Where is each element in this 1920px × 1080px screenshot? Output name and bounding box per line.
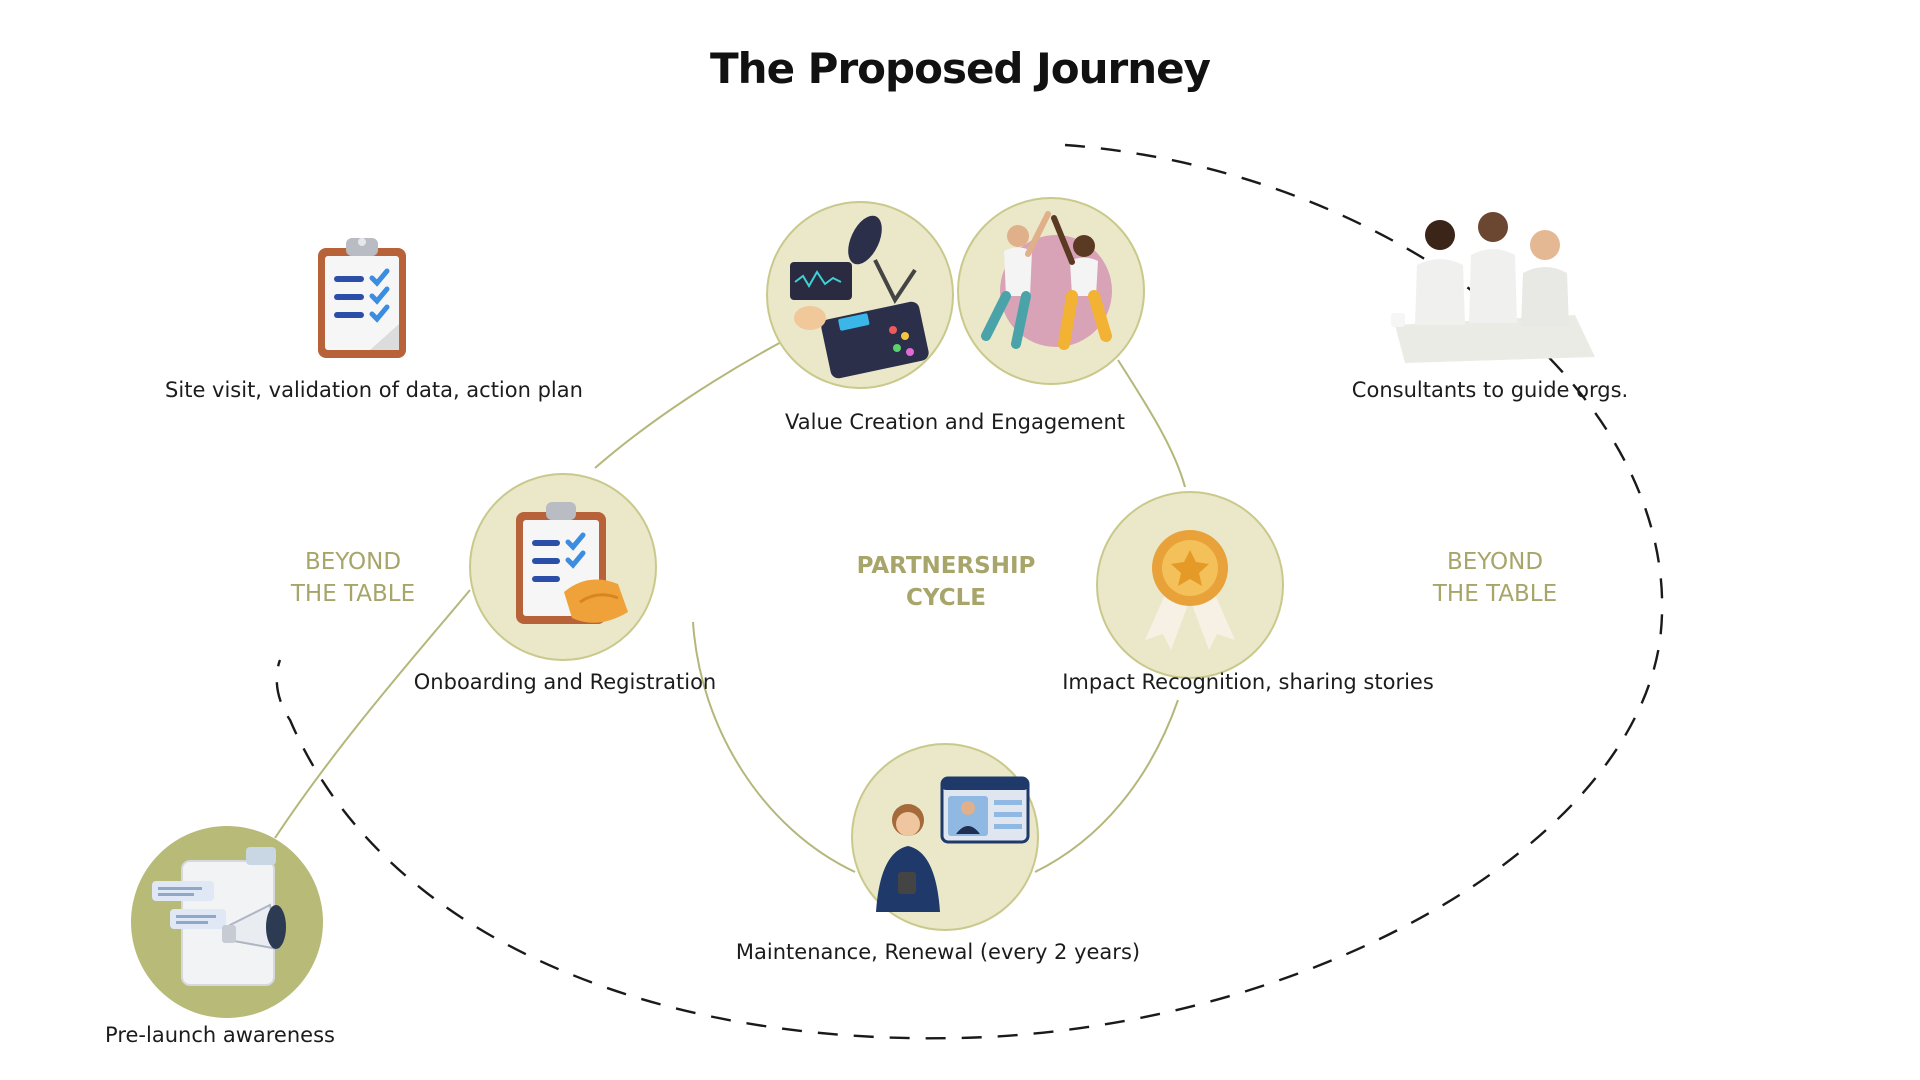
high-five-people-icon — [957, 197, 1145, 385]
team-planning-people-icon — [1391, 212, 1595, 363]
step-label-impact: Impact Recognition, sharing stories — [1062, 670, 1434, 694]
cycle-label-line1: PARTNERSHIP — [856, 553, 1036, 579]
beyond-the-table-left: BEYOND THE TABLE — [291, 546, 415, 610]
clipboard-handshake-icon — [469, 473, 657, 661]
podcast-studio-icon — [766, 201, 954, 389]
video-call-person-icon — [851, 743, 1039, 931]
cycle-arc-maintenance-to-onboarding — [692, 621, 856, 873]
step-label-maintenance: Maintenance, Renewal (every 2 years) — [735, 940, 1141, 964]
step-label-site-visit: Site visit, validation of data, action p… — [165, 378, 583, 402]
beyond-right-line2: THE TABLE — [1432, 581, 1558, 607]
step-label-consultants: Consultants to guide orgs. — [1351, 378, 1629, 402]
beyond-left-line2: THE TABLE — [290, 581, 416, 607]
cycle-arc-value-to-impact — [1117, 359, 1186, 488]
connector-prelaunch-to-onboarding — [274, 589, 471, 839]
beyond-left-line1: BEYOND — [304, 549, 402, 575]
step-label-value-creation: Value Creation and Engagement — [785, 410, 1125, 434]
step-label-onboarding: Onboarding and Registration — [413, 670, 717, 694]
megaphone-social-icon — [131, 826, 323, 1018]
page-title: The Proposed Journey — [710, 44, 1211, 93]
clipboard-checklist-icon — [318, 238, 406, 358]
cycle-arc-impact-to-maintenance — [1034, 699, 1179, 873]
beyond-right-line1: BEYOND — [1446, 549, 1544, 575]
cycle-arc-onboarding-to-value — [594, 339, 786, 469]
step-label-prelaunch: Pre-launch awareness — [105, 1023, 335, 1047]
partnership-cycle-label: PARTNERSHIP CYCLE — [857, 550, 1036, 614]
cycle-label-line2: CYCLE — [906, 585, 986, 611]
award-ribbon-icon — [1096, 491, 1284, 679]
beyond-the-table-right: BEYOND THE TABLE — [1433, 546, 1557, 610]
